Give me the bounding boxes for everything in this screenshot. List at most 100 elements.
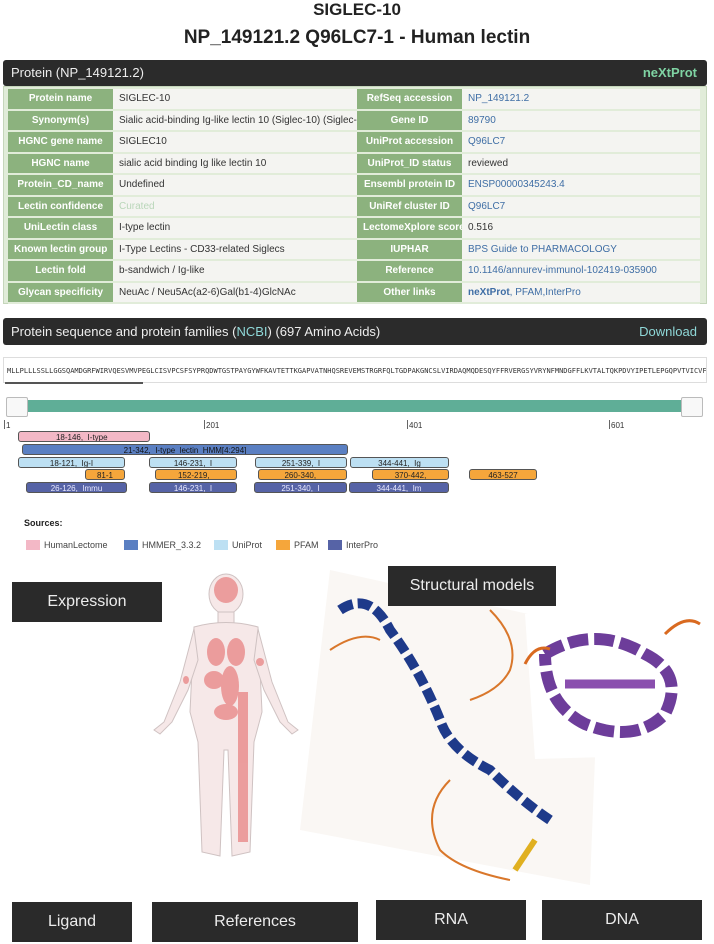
- sequence-text[interactable]: MLLPLLLSSLLGGSQAMDGRFWIRVQESVMVPEGLCISVP…: [3, 357, 707, 383]
- legend-item-uniprot: UniProt: [214, 540, 262, 550]
- protein-field-label: UniLectin class: [8, 218, 113, 240]
- feature-track[interactable]: 26-126,_Immu: [26, 482, 127, 493]
- protein-field-label: Protein name: [8, 89, 113, 111]
- protein-field-value: 0.516: [462, 218, 700, 240]
- feature-track[interactable]: 251-339,_I: [255, 457, 347, 468]
- protein-field-label: IUPHAR: [357, 239, 462, 261]
- legend-swatch: [214, 540, 228, 550]
- legend-swatch: [26, 540, 40, 550]
- protein-field-value: SIGLEC10: [113, 132, 357, 154]
- sequence-section-header: Protein sequence and protein families (N…: [3, 318, 707, 345]
- protein-field-value[interactable]: 10.1146/annurev-immunol-102419-035900: [462, 261, 700, 283]
- structural-models-button[interactable]: Structural models: [388, 566, 556, 606]
- protein-field-value[interactable]: 89790: [462, 110, 700, 132]
- feature-track[interactable]: 370-442,: [372, 469, 449, 480]
- protein-field-value: I-type lectin: [113, 218, 357, 240]
- feature-track[interactable]: 146-231,_I: [149, 457, 237, 468]
- legend-swatch: [328, 540, 342, 550]
- protein-field-label: Reference: [357, 261, 462, 283]
- range-slider-track[interactable]: [24, 400, 684, 412]
- legend-label: HMMER_3.3.2: [142, 540, 202, 550]
- protein-field-label: UniProt_ID status: [357, 153, 462, 175]
- feature-track[interactable]: 260-340,_: [258, 469, 347, 480]
- protein-field-value: Sialic acid-binding Ig-like lectin 10 (S…: [113, 110, 357, 132]
- other-links[interactable]: PFAM,InterPro: [515, 286, 581, 298]
- protein-field-label: Protein_CD_name: [8, 175, 113, 197]
- structural-model-full-image[interactable]: [300, 570, 600, 885]
- feature-track[interactable]: 21-342,_I-type_lectin_HMM[4:294]: [22, 444, 348, 455]
- ruler-tick: [407, 420, 408, 429]
- sequence-section-title-post: ) (697 Amino Acids): [267, 324, 381, 339]
- structural-model-domain-image[interactable]: [515, 594, 710, 759]
- range-slider-right-handle[interactable]: [681, 397, 703, 417]
- ligand-button[interactable]: Ligand: [12, 902, 132, 942]
- expression-button[interactable]: Expression: [12, 582, 162, 622]
- protein-field-value[interactable]: Q96LC7: [462, 196, 700, 218]
- protein-field-value[interactable]: neXtProt, PFAM,InterPro: [462, 282, 700, 304]
- protein-field-label: Lectin fold: [8, 261, 113, 283]
- feature-track[interactable]: 344-441,_Ig: [350, 457, 449, 468]
- feature-track[interactable]: 81-1: [85, 469, 125, 480]
- range-slider-left-handle[interactable]: [6, 397, 28, 417]
- protein-field-value[interactable]: NP_149121.2: [462, 89, 700, 111]
- protein-info-row: Synonym(s)Sialic acid-binding Ig-like le…: [8, 110, 700, 132]
- feature-track[interactable]: 251-340,_I: [254, 482, 347, 493]
- legend-item-pfam: PFAM: [276, 540, 319, 550]
- protein-section-title: Protein (NP_149121.2): [11, 65, 144, 80]
- protein-field-label: Other links: [357, 282, 462, 304]
- ruler-tick: [204, 420, 205, 429]
- rna-button[interactable]: RNA: [376, 900, 526, 940]
- protein-field-label: Synonym(s): [8, 110, 113, 132]
- legend-label: HumanLectome: [44, 540, 108, 550]
- feature-track[interactable]: 18-121,_Ig-I: [18, 457, 125, 468]
- page-subtitle: NP_149121.2 Q96LC7-1 - Human lectin: [183, 27, 531, 48]
- protein-field-label: RefSeq accession: [357, 89, 462, 111]
- nextprot-link[interactable]: neXtProt: [642, 65, 697, 80]
- legend-label: PFAM: [294, 540, 319, 550]
- protein-field-value[interactable]: Q96LC7: [462, 132, 700, 154]
- feature-track[interactable]: 463-527: [469, 469, 537, 480]
- feature-track[interactable]: 18-146,_I-type_: [18, 431, 150, 442]
- ruler-tick: [4, 420, 5, 429]
- ruler-label: 601: [611, 421, 625, 430]
- nextprot-link[interactable]: neXtProt: [468, 286, 510, 298]
- legend-swatch: [124, 540, 138, 550]
- feature-track[interactable]: 344-441,_Im: [349, 482, 449, 493]
- protein-field-value[interactable]: BPS Guide to PHARMACOLOGY: [462, 239, 700, 261]
- protein-field-value: b-sandwich / Ig-like: [113, 261, 357, 283]
- ncbi-link[interactable]: NCBI: [236, 324, 268, 339]
- legend-label: UniProt: [232, 540, 263, 550]
- protein-field-label: HGNC name: [8, 153, 113, 175]
- protein-field-label: UniRef cluster ID: [357, 196, 462, 218]
- dna-button[interactable]: DNA: [542, 900, 702, 940]
- protein-field-label: HGNC gene name: [8, 132, 113, 154]
- references-button[interactable]: References: [152, 902, 358, 942]
- feature-track[interactable]: 152-219,_: [155, 469, 237, 480]
- ruler-label: 1: [6, 421, 11, 430]
- protein-field-label: LectomeXplore score: [357, 218, 462, 240]
- protein-field-label: Ensembl protein ID: [357, 175, 462, 197]
- download-link[interactable]: Download: [639, 324, 697, 339]
- protein-field-value[interactable]: ENSP00000345243.4: [462, 175, 700, 197]
- legend-swatch: [276, 540, 290, 550]
- expression-body-map[interactable]: [150, 572, 302, 862]
- sequence-scrollbar[interactable]: [5, 382, 143, 384]
- protein-field-value: Undefined: [113, 175, 357, 197]
- page-title: SIGLEC-10: [313, 0, 401, 19]
- protein-field-label: Glycan specificity: [8, 282, 113, 304]
- legend-label: InterPro: [346, 540, 379, 550]
- feature-track[interactable]: 146-231,_I: [149, 482, 237, 493]
- ruler-label: 401: [409, 421, 423, 430]
- sources-label: Sources:: [24, 518, 63, 528]
- sequence-section-title-pre: Protein sequence and protein families (: [11, 324, 237, 339]
- legend-item-interpro: InterPro: [328, 540, 378, 550]
